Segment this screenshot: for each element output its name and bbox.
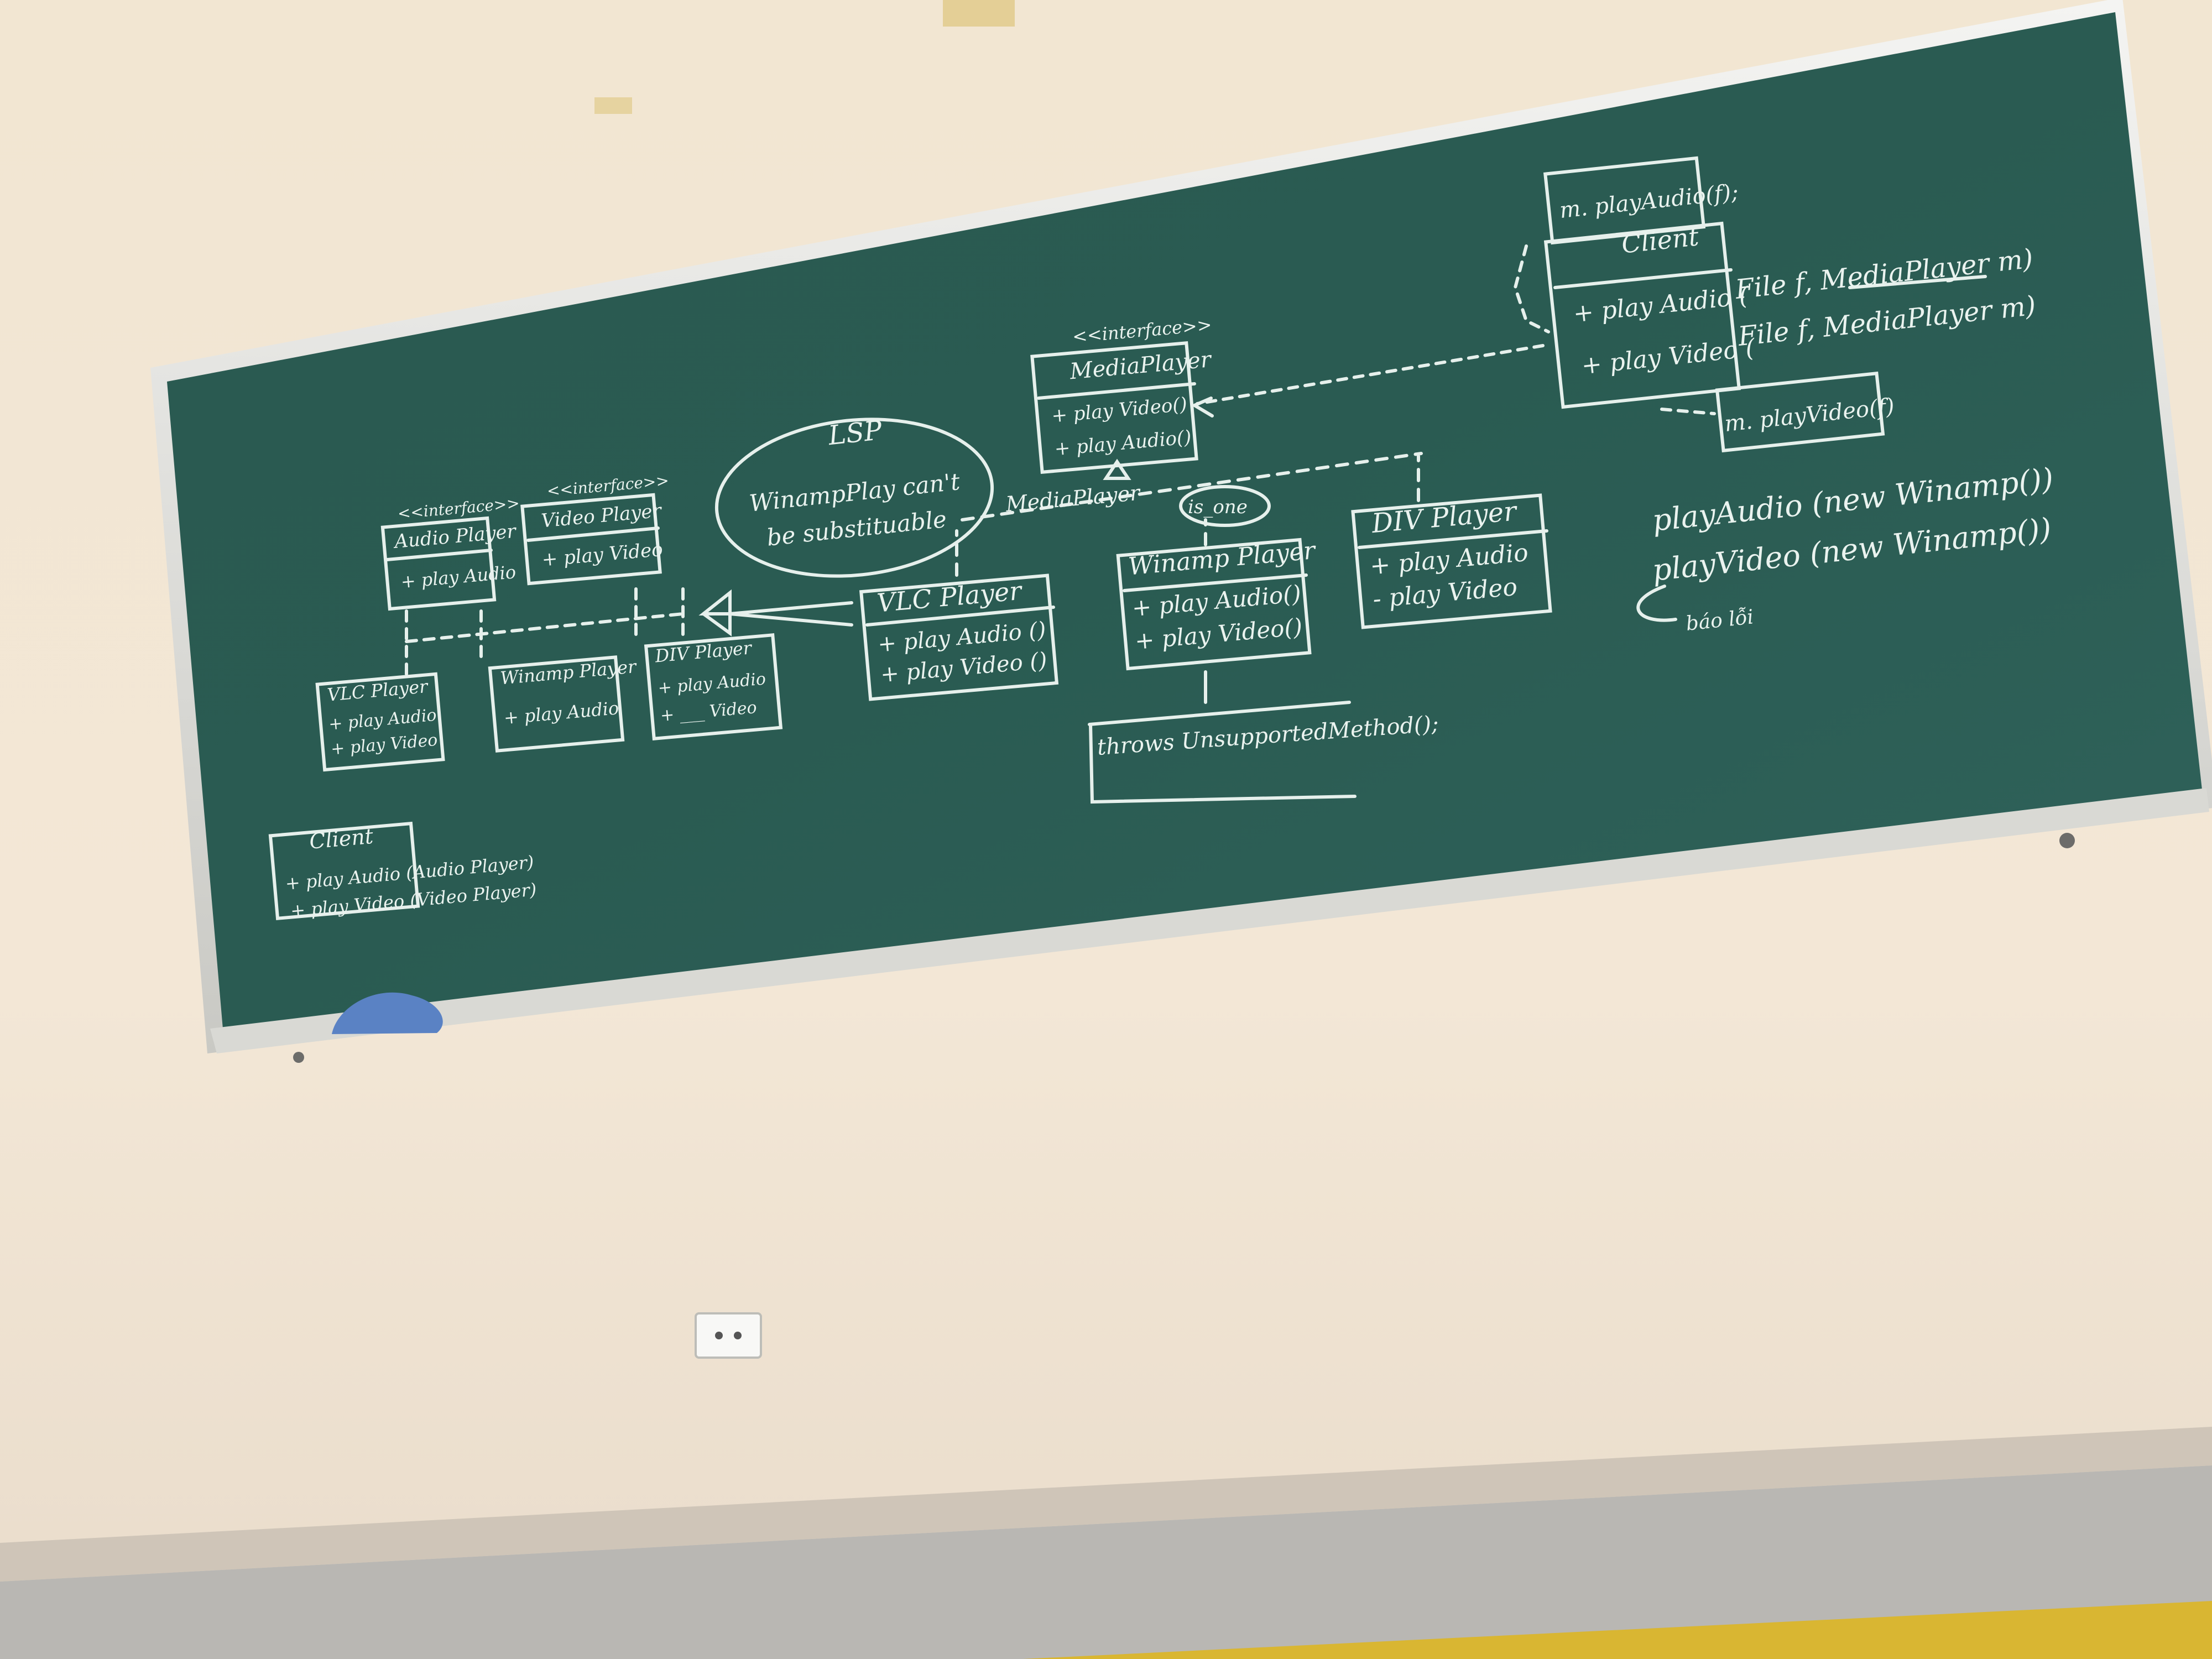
screw <box>293 1052 304 1063</box>
dependency-arrowhead <box>1191 397 1214 418</box>
video-player-interface <box>520 493 662 586</box>
error-arrow <box>1636 585 1677 622</box>
client-left-name: Client <box>309 824 375 854</box>
screw <box>2059 833 2075 848</box>
note-link-dashes <box>1196 244 1716 415</box>
wall-ledge <box>0 1427 2212 1582</box>
realization-arrows <box>405 587 685 679</box>
chalk-tray <box>210 788 2209 1053</box>
underline <box>1848 275 1987 289</box>
chalk-writing <box>268 156 1987 921</box>
note-play-video-box <box>1715 371 1885 453</box>
implements-dashes <box>955 452 1423 577</box>
div-player-box <box>644 633 783 740</box>
client-box-right <box>1543 221 1741 409</box>
audio-player-interface <box>380 516 497 611</box>
power-outlet <box>695 1312 762 1359</box>
outlet-hole-icon <box>715 1332 723 1339</box>
winamp-player-box-center <box>1116 538 1312 671</box>
eraser-cloth <box>332 992 443 1034</box>
yellow-desk-edge <box>1023 1601 2212 1659</box>
lsp-title: LSP <box>826 415 884 451</box>
media-player-triangle <box>1103 458 1131 480</box>
tape-mark <box>594 97 632 114</box>
throws-box <box>1088 670 1357 804</box>
client-box-left <box>268 821 420 921</box>
hollow-arrow <box>698 589 853 637</box>
lsp-note-ellipse <box>714 418 994 578</box>
chalkboard <box>167 12 2202 1035</box>
winamp-player-box <box>488 655 625 753</box>
floor <box>0 1465 2212 1659</box>
div-player-box-center <box>1351 493 1552 629</box>
outlet-hole-icon <box>734 1332 742 1339</box>
vlc-player-box-center <box>859 573 1059 701</box>
is-one-note-ellipse <box>1179 485 1271 527</box>
is-one-note: is_one <box>1188 496 1248 518</box>
tape-mark <box>943 0 1015 27</box>
vlc-player-box <box>315 672 445 772</box>
